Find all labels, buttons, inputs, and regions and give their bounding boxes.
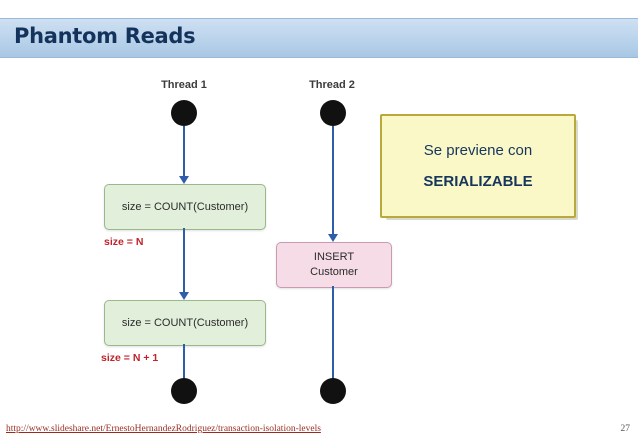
thread2-insert-line1: INSERT <box>313 251 355 264</box>
thread1-arrow-3-line <box>183 344 185 392</box>
page-title: Phantom Reads <box>14 24 196 48</box>
thread1-start-node <box>171 100 197 126</box>
thread1-arrow-2-line <box>183 228 185 294</box>
callout-serializable: Se previene con SERIALIZABLE <box>380 114 576 218</box>
thread1-arrow-2-head <box>179 292 189 300</box>
thread2-arrow-1-line <box>332 126 334 236</box>
thread1-end-node <box>171 378 197 404</box>
slide-title-bar <box>0 18 638 58</box>
callout-line-2: SERIALIZABLE <box>423 173 533 190</box>
page-number: 27 <box>620 424 631 434</box>
thread1-step-count-1: size = COUNT(Customer) <box>104 184 266 230</box>
thread1-step-count-2: size = COUNT(Customer) <box>104 300 266 346</box>
thread2-step-insert: INSERT Customer <box>276 242 392 288</box>
thread1-annotation-size-n: size = N <box>104 236 144 248</box>
thread1-arrow-1-head <box>179 176 189 184</box>
thread1-arrow-1-line <box>183 126 185 178</box>
thread2-start-node <box>320 100 346 126</box>
lane-label-thread-2: Thread 2 <box>309 79 355 91</box>
callout-line-1: Se previene con <box>423 142 533 159</box>
thread2-arrow-1-head <box>328 234 338 242</box>
lane-label-thread-1: Thread 1 <box>161 79 207 91</box>
thread2-end-node <box>320 378 346 404</box>
source-link[interactable]: http://www.slideshare.net/ErnestoHernand… <box>6 424 321 434</box>
thread1-annotation-size-n-plus-1: size = N + 1 <box>101 352 159 364</box>
thread2-arrow-2-line <box>332 286 334 392</box>
diagram-canvas: Thread 1 Thread 2 size = COUNT(Customer)… <box>0 56 638 416</box>
thread2-insert-line2: Customer <box>310 266 358 278</box>
